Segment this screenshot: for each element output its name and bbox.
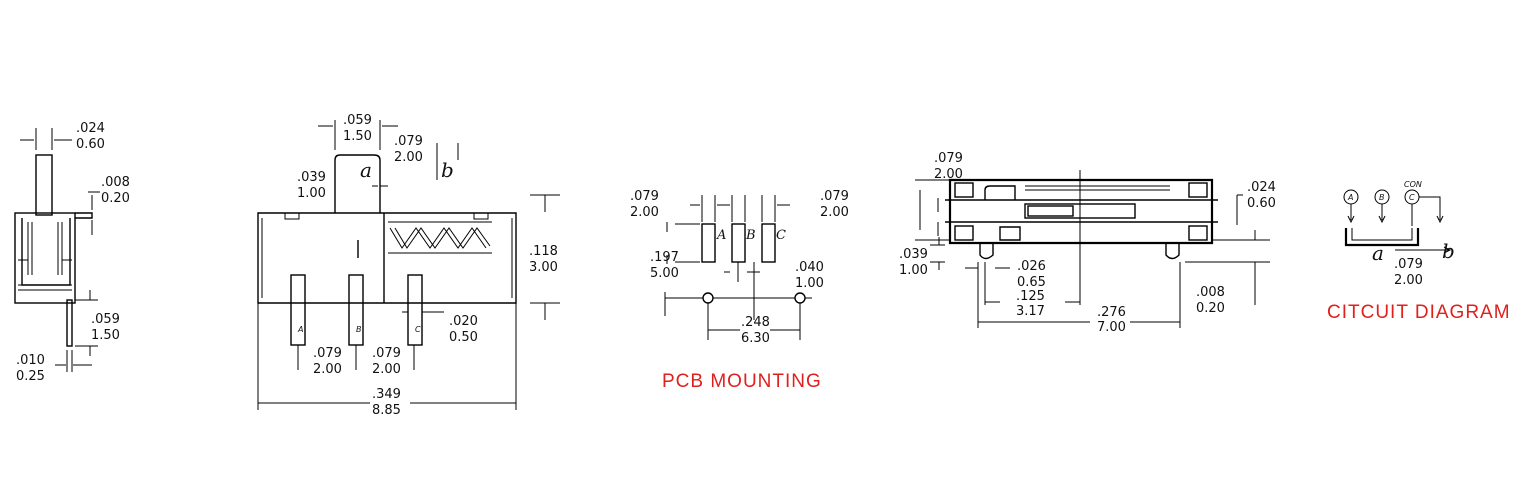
front-dim-300: 3.00: [529, 260, 558, 275]
front-pin-b-label: B: [356, 325, 362, 334]
front-label-a: a: [360, 158, 372, 182]
pcb-mounting-title: PCB MOUNTING: [662, 371, 822, 392]
circuit-dim-079: .079: [1394, 257, 1423, 272]
top-dim-125: .125: [1016, 289, 1045, 304]
front-dim-020: .020: [449, 314, 478, 329]
front-dim-059: .059: [343, 113, 372, 128]
top-view: .079 2.00 .024 0.60 .039 1.00 .026 0.65 …: [899, 151, 1276, 335]
side-view: .024 0.60 .008 0.20 .059 1.50 .010 0.25: [14, 121, 130, 384]
pcb-dim-248: .248: [741, 315, 770, 330]
pcb-dim-500: 5.00: [650, 266, 679, 281]
front-dim-050: 0.50: [449, 330, 478, 345]
pcb-dim-079-right: .079: [820, 189, 849, 204]
side-dim-150: 1.50: [91, 328, 120, 343]
front-dim-039: .039: [297, 170, 326, 185]
pcb-dim-040: .040: [795, 260, 824, 275]
side-dim-024: .024: [76, 121, 105, 136]
circuit-diagram: A B C CON a b .079 2.00 CITCUIT DIAGRAM: [1327, 180, 1511, 323]
front-pitch2-mm: 2.00: [372, 362, 401, 377]
front-pin-a-label: A: [297, 325, 303, 334]
side-dim-020: 0.20: [101, 191, 130, 206]
front-dim-885: 8.85: [372, 403, 401, 418]
pcb-dim-200-right: 2.00: [820, 205, 849, 220]
front-view: A B C .059 1.50 .079 2.00 .039 1.00 a b …: [257, 113, 560, 418]
top-dim-039: .039: [899, 247, 928, 262]
circuit-label-b: b: [1442, 239, 1455, 263]
front-pin-a: [290, 274, 306, 346]
pcb-dim-630: 6.30: [741, 331, 770, 346]
top-dim-026: .026: [1017, 259, 1046, 274]
pcb-pad-b: [731, 223, 746, 263]
top-dim-317: 3.17: [1016, 304, 1045, 319]
pcb-mount-hole-left: [702, 292, 714, 304]
circuit-con-label: CON: [1404, 180, 1422, 189]
side-dim-010: .010: [16, 353, 45, 368]
pcb-dim-100: 1.00: [795, 276, 824, 291]
top-dim-100: 1.00: [899, 263, 928, 278]
front-pitch1-in: .079: [313, 346, 342, 361]
front-dim-150: 1.50: [343, 129, 372, 144]
front-dim-079: .079: [394, 134, 423, 149]
side-dim-025: 0.25: [16, 369, 45, 384]
side-dim-060: 0.60: [76, 137, 105, 152]
top-dim-200: 2.00: [934, 167, 963, 182]
circuit-node-b-label: B: [1379, 193, 1385, 202]
pcb-dim-200-left: 2.00: [630, 205, 659, 220]
top-dim-700: 7.00: [1097, 320, 1126, 335]
top-dim-008: .008: [1196, 285, 1225, 300]
circuit-dim-200: 2.00: [1394, 273, 1423, 288]
front-pitch2-in: .079: [372, 346, 401, 361]
front-pin-c: [407, 274, 423, 346]
front-label-b: b: [441, 158, 454, 182]
pcb-pad-a-label: A: [716, 228, 726, 243]
front-pitch1-mm: 2.00: [313, 362, 342, 377]
front-dim-118: .118: [529, 244, 558, 259]
pcb-pad-a: [701, 223, 716, 263]
top-dim-079: .079: [934, 151, 963, 166]
side-dim-059: .059: [91, 312, 120, 327]
front-pin-b: [348, 274, 364, 346]
top-dim-024: .024: [1247, 180, 1276, 195]
pcb-pad-c: [761, 223, 776, 263]
pcb-mount-hole-right: [794, 292, 806, 304]
front-dim-349: .349: [372, 387, 401, 402]
pcb-pad-c-label: C: [776, 228, 786, 243]
side-dim-008: .008: [101, 175, 130, 190]
pcb-dim-079-left: .079: [630, 189, 659, 204]
pcb-mounting: A B C .079 2.00 .079 2.00 .197 5.00 .040…: [630, 189, 849, 392]
top-dim-020: 0.20: [1196, 301, 1225, 316]
circuit-diagram-title: CITCUIT DIAGRAM: [1327, 302, 1511, 323]
top-dim-065: 0.65: [1017, 275, 1046, 290]
front-dim-100: 1.00: [297, 186, 326, 201]
top-dim-276: .276: [1097, 305, 1126, 320]
top-dim-060: 0.60: [1247, 196, 1276, 211]
front-dim-200: 2.00: [394, 150, 423, 165]
pcb-pad-b-label: B: [745, 228, 756, 243]
circuit-label-a: a: [1372, 241, 1384, 265]
circuit-node-a-label: A: [1347, 193, 1353, 202]
front-pin-c-label: C: [415, 325, 421, 334]
pcb-dim-197: .197: [650, 250, 679, 265]
circuit-node-c-label: C: [1409, 193, 1415, 202]
